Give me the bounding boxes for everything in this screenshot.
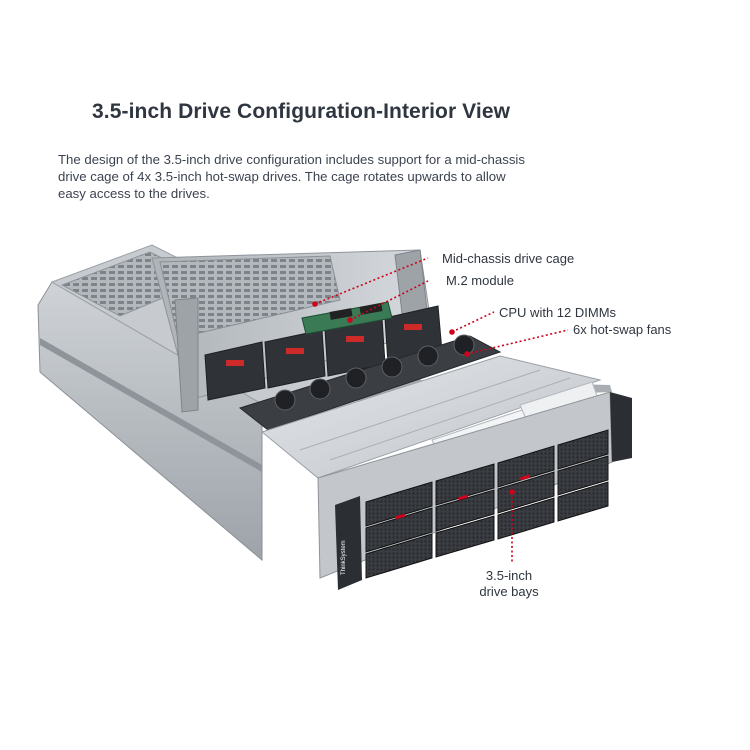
fan-icon — [453, 334, 475, 356]
mid-chassis-drive-cage — [151, 249, 443, 413]
callout-cpu-dimms: CPU with 12 DIMMs — [499, 305, 617, 320]
callout-mid-chassis-cage: Mid-chassis drive cage — [442, 251, 575, 266]
brand-logo: ThinkSystem — [341, 540, 347, 575]
description-line: The design of the 3.5-inch drive configu… — [58, 152, 525, 167]
callout-drive-bays-line: 3.5-inch — [485, 568, 533, 583]
fan-icon — [274, 389, 296, 411]
leader-line-cpu — [451, 311, 495, 333]
description-line: easy access to the drives. — [58, 186, 210, 201]
fan-icon — [345, 367, 367, 389]
fan-icon — [417, 345, 439, 367]
fan-bay — [238, 334, 502, 431]
callout-drive-bays-line: drive bays — [479, 584, 539, 599]
page-title: 3.5-inch Drive Configuration-Interior Vi… — [92, 100, 511, 123]
callout-fans: 6x hot-swap fans — [573, 322, 672, 337]
leader-line-fans — [466, 329, 569, 355]
description-line: drive cage of 4x 3.5-inch hot-swap drive… — [58, 169, 506, 184]
leader-line-m2 — [349, 280, 429, 321]
m2-module — [301, 301, 393, 335]
callout-dots — [312, 301, 515, 495]
callout-drive-bays: 3.5-inch drive bays — [470, 568, 548, 600]
fan-icon — [309, 378, 331, 400]
front-bezel: ThinkSystem — [317, 391, 632, 590]
fan-icon — [381, 356, 403, 378]
callout-m2-module: M.2 module — [446, 273, 514, 288]
callout-lines — [314, 257, 569, 562]
description: The design of the 3.5-inch drive configu… — [58, 151, 618, 202]
drive-bay-grid — [365, 429, 609, 579]
